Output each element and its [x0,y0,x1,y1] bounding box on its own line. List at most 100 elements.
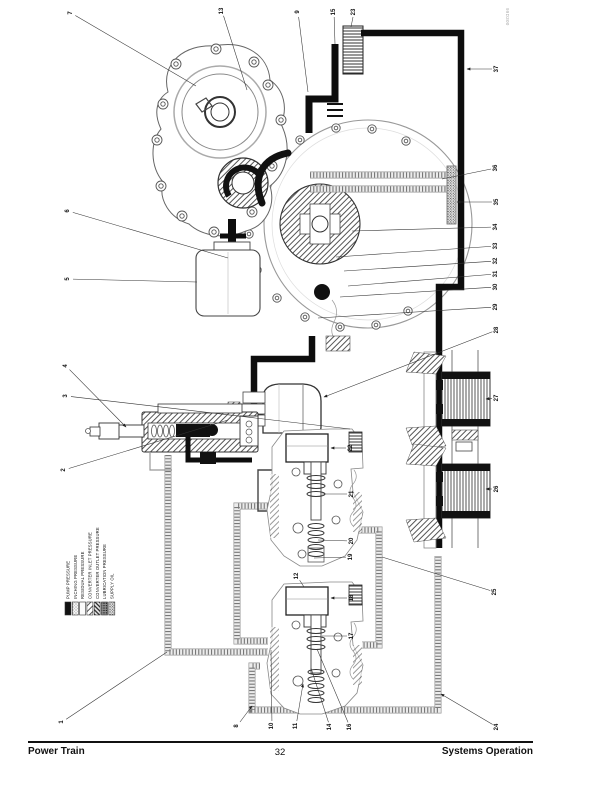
callout-label: 17 [349,632,355,639]
callout-leader [323,331,493,398]
pump-pressure-lines [220,25,465,548]
callout-leader [335,246,492,258]
callout-label: 8 [234,724,240,728]
callout-label: 16 [347,723,353,730]
callout-leader [343,261,492,272]
callout-label: 13 [219,7,225,14]
callout-label: 3 [63,394,69,398]
callout-label: 9 [295,10,301,14]
inching-valve [85,403,303,512]
callout-leader [485,397,493,401]
callout-label: 29 [493,303,499,310]
pump-housing [151,43,292,238]
callout-label: 4 [63,364,69,368]
legend-swatch-stipple-light [72,601,79,616]
page-number: 32 [274,747,286,758]
lower-control-valve [266,581,364,715]
callout-label: 26 [494,485,500,492]
callout-label: 2 [61,468,67,472]
upper-control-valve [266,428,364,567]
callout-label: 20 [349,537,355,544]
legend-swatch-stipple-med [108,601,116,616]
callout-label: 5 [65,277,71,281]
callout-leader [299,580,305,588]
callout-leader [239,705,253,723]
callout-leader [347,274,492,287]
figure-ref: 99D300 [505,8,510,26]
callout-label: 6 [65,209,71,213]
callout-label: 7 [68,11,74,15]
clutch-assemblies [405,350,491,549]
callout-label: 27 [494,394,500,401]
legend-item-label: PUMP PRESSURE [66,561,71,599]
callout-leader [296,683,304,722]
callout-leader [298,16,309,93]
callout-label: 25 [492,588,498,595]
callout-leader [351,226,492,232]
callout-leader [66,651,168,720]
filter-element [342,25,364,75]
footer-book-title: Systems Operation [441,746,533,757]
callout-label: 34 [493,223,499,230]
callout-label: 12 [294,572,300,579]
legend-item-label: LUBRICATION PRESSURE [102,544,107,599]
callout-leader [313,556,347,559]
callout-leader [70,396,351,430]
charging-pump-hub [227,183,361,433]
callout-label: 28 [494,326,500,333]
legend-swatch-hatch [86,601,94,616]
callout-leader [75,15,197,87]
legend-item-label: RESIDUAL PRESSURE [80,551,85,599]
callout-leader [440,693,493,725]
callout-label: 15 [331,8,337,15]
callout-leader [381,556,491,591]
callout-label: 22 [348,444,354,451]
callout-label: 30 [493,283,499,290]
callout-leader [270,649,273,722]
callout-label: 32 [493,257,499,264]
callout-label: 18 [349,594,355,601]
legend-swatch-plain [79,601,86,616]
legend-swatch-solid [64,601,72,616]
callout-leader [69,369,127,428]
callout-label: 23 [351,8,357,15]
callout-label: 36 [493,164,499,171]
callout-label: 11 [293,722,299,729]
callout-leader [333,16,336,45]
callout-leader [339,287,492,298]
legend-item-label: SUPPLY OIL [109,573,114,599]
legend-swatch-hatch-dark [93,601,101,616]
callout-leader [310,667,329,723]
oil-filter [195,241,261,317]
callout-label: 19 [348,553,354,560]
callout-label: 21 [349,490,355,497]
callout-leader [223,15,248,91]
callout-leader [72,278,198,283]
callout-label: 33 [493,242,499,249]
callout-label: 1 [59,720,65,724]
callout-label: 24 [494,723,500,730]
callout-leader [317,539,348,542]
callout-leader [441,168,492,180]
callout-leader [317,307,492,319]
callout-leader [350,16,354,28]
callout-label: 10 [269,722,275,729]
footer-rule [28,741,533,743]
callout-label: 14 [327,723,333,730]
legend-swatch-stipple-dark [101,601,108,616]
legend-item-label: INCHING PRESSURE [73,555,78,599]
converter-inlet-tee [446,165,457,225]
footer-section-title: Power Train [28,746,85,757]
legend-item-label: CONVERTER INLET PRESSURE [88,532,93,599]
legend-item-label: CONVERTER OUTLET PRESSURE [95,527,100,599]
callout-label: 37 [494,65,500,72]
callout-leader [316,648,349,723]
callout-leader [68,419,229,469]
callout-label: 35 [494,198,500,205]
callout-label: 31 [493,270,499,277]
callout-leader [72,212,229,259]
